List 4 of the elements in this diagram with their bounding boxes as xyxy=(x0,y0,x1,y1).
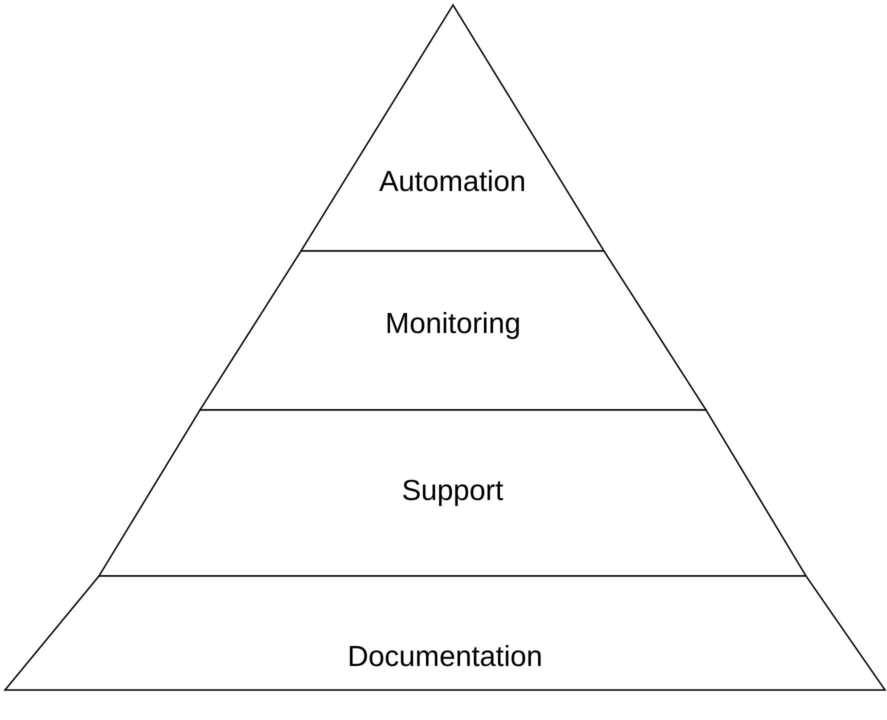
tier-label: Monitoring xyxy=(385,308,521,340)
tier-label: Automation xyxy=(379,166,526,198)
tier-label: Documentation xyxy=(347,641,543,673)
tier-label: Support xyxy=(402,475,504,507)
